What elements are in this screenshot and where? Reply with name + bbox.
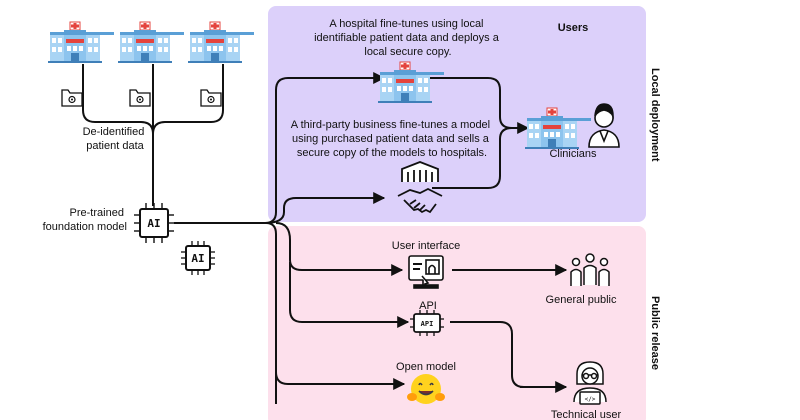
user-interface-icon: [408, 255, 444, 289]
technical-user-label: Technical user: [551, 409, 622, 420]
svg-text:AI: AI: [191, 252, 204, 265]
business-finetune-text: A third-party business fine-tunes a mode…: [291, 119, 493, 159]
folder-icon: [61, 89, 83, 107]
flow-arrows: [174, 72, 568, 404]
ai-chip-icon: AI: [134, 203, 174, 243]
folder-icon: [129, 89, 151, 107]
local-deployment-region: [268, 6, 646, 222]
users-label: Users: [558, 22, 589, 34]
api-label: API: [419, 300, 437, 312]
svg-text:AI: AI: [147, 217, 160, 230]
general-public-label: General public: [546, 294, 617, 306]
hugging-face-icon: [407, 374, 445, 404]
hospital-icon: [117, 21, 185, 64]
svg-text:API: API: [421, 320, 434, 328]
deidentified-label: De-identified patient data: [83, 126, 148, 152]
open-model-label: Open model: [396, 361, 456, 373]
user-interface-label: User interface: [392, 240, 460, 252]
local-deployment-label: Local deployment: [649, 68, 661, 162]
hospital-finetune-text: A hospital fine-tunes using local identi…: [314, 18, 502, 58]
hospital-icon: [47, 21, 115, 64]
public-release-label: Public release: [649, 296, 661, 370]
svg-text:</>: </>: [585, 396, 596, 403]
general-public-icon: [570, 253, 610, 286]
data-merge-lines: [82, 64, 224, 135]
folder-icon: [200, 89, 222, 107]
public-release-region: [268, 226, 646, 420]
clinicians-label: Clinicians: [549, 148, 597, 160]
handshake-icon: [397, 161, 443, 214]
technical-user-icon: </>: [573, 361, 607, 405]
foundation-model-label: Pre-trained foundation model: [43, 207, 127, 233]
ai-chip-icon: AI: [181, 241, 215, 275]
hospital-icon: [187, 21, 255, 64]
api-icon: API: [410, 310, 444, 336]
clinician-icon: [588, 103, 620, 148]
